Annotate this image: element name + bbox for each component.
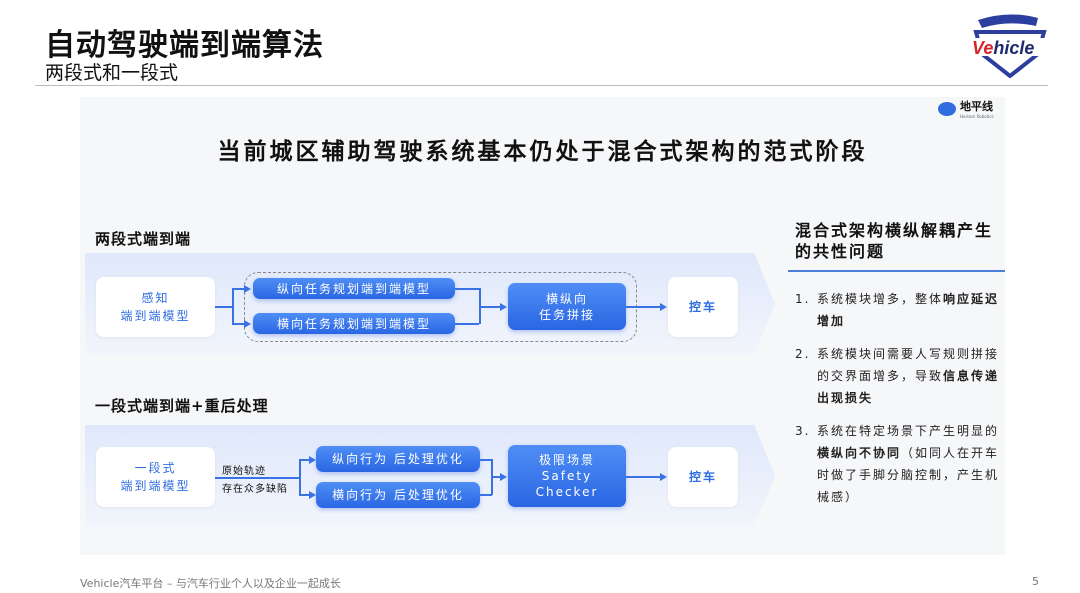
- arrow-icon: [244, 285, 251, 293]
- brain-icon: [938, 101, 956, 116]
- lateral-post-box: 横向行为 后处理优化: [316, 482, 480, 508]
- issue-text: 系统在特定场景下产生明显的: [817, 424, 1000, 438]
- slide-title: 当前城区辅助驾驶系统基本仍处于混合式架构的范式阶段: [217, 139, 868, 165]
- note-line: 原始轨迹: [222, 466, 266, 477]
- issue-number: 3.: [795, 424, 811, 438]
- arrow-icon: [500, 473, 507, 481]
- connector: [455, 323, 479, 325]
- arrow-icon: [500, 303, 507, 311]
- issue-item: 3. 系统在特定场景下产生明显的横纵向不协同（如同人在开车时做了手脚分脑控制，产生…: [795, 420, 1000, 508]
- brand-sub: Horizon Robotics: [960, 114, 994, 119]
- issue-bold: 信息传递出现损失: [817, 369, 1000, 405]
- label: Safety: [541, 469, 593, 483]
- issues-divider: [788, 270, 1005, 272]
- control-box: 控车: [668, 447, 738, 507]
- issue-text: 系统模块间需要人写规则拼接的交界面增多，导致: [817, 347, 1000, 383]
- issue-text-after: （如同人在开车时做了手脚分脑控制，产生机械感）: [817, 446, 1000, 504]
- one-stage-heading: 一段式端到端+重后处理: [95, 397, 269, 415]
- one-stage-model-box: 一段式端到端模型: [96, 447, 215, 507]
- connector: [455, 288, 479, 290]
- issue-item: 2. 系统模块间需要人写规则拼接的交界面增多，导致信息传递出现损失: [795, 343, 1000, 409]
- page-title: 自动驾驶端到端算法: [45, 28, 324, 63]
- footer-text: Vehicle汽车平台 – 与汽车行业个人以及企业一起成长: [80, 577, 341, 590]
- issues-title: 混合式架构横纵解耦产生的共性问题: [795, 221, 994, 261]
- control-box: 控车: [668, 277, 738, 337]
- connector: [232, 288, 244, 290]
- connector: [215, 477, 300, 479]
- arrow-icon: [660, 303, 667, 311]
- svg-text:Vehicle: Vehicle: [972, 38, 1034, 58]
- label: 一段式: [134, 461, 177, 475]
- issue-bold: 响应延迟增加: [817, 292, 1000, 328]
- brand-name: 地平线: [960, 100, 993, 113]
- connector: [480, 494, 492, 496]
- connector: [232, 323, 244, 325]
- label: 感知: [141, 291, 170, 305]
- arrow-icon: [660, 473, 667, 481]
- issue-number: 2.: [795, 347, 811, 361]
- label: Checker: [535, 485, 599, 499]
- connector: [480, 459, 492, 461]
- connector: [232, 288, 234, 324]
- issue-number: 1.: [795, 292, 811, 306]
- label: 极限场景: [538, 453, 595, 467]
- connector: [299, 494, 309, 496]
- page-subtitle: 两段式和一段式: [45, 62, 179, 84]
- connector: [215, 306, 233, 308]
- note-line: 存在众多缺陷: [222, 484, 288, 495]
- label: 端到端模型: [120, 309, 191, 323]
- label: 任务拼接: [538, 307, 595, 322]
- divider: [35, 85, 1048, 86]
- connector: [491, 476, 501, 478]
- label: 横纵向: [545, 291, 588, 306]
- vehicle-logo: Vehicle: [968, 12, 1052, 79]
- connector: [626, 306, 661, 308]
- connector: [479, 306, 501, 308]
- issue-item: 1. 系统模块增多，整体响应延迟增加: [795, 288, 1000, 332]
- connector: [299, 459, 301, 495]
- longitudinal-post-box: 纵向行为 后处理优化: [316, 446, 480, 472]
- label: 端到端模型: [120, 479, 191, 493]
- issue-bold: 横纵向不协同: [817, 446, 902, 460]
- two-stage-heading: 两段式端到端: [95, 230, 192, 248]
- merge-box: 横纵向任务拼接: [508, 283, 626, 330]
- connector: [299, 459, 309, 461]
- page-number: 5: [1032, 575, 1039, 588]
- issue-text: 系统模块增多，整体: [817, 292, 944, 306]
- lateral-planning-box: 横向任务规划端到端模型: [253, 313, 455, 334]
- arrow-icon: [309, 456, 316, 464]
- arrow-icon: [309, 491, 316, 499]
- arrow-icon: [244, 320, 251, 328]
- longitudinal-planning-box: 纵向任务规划端到端模型: [253, 278, 455, 299]
- perception-box: 感知端到端模型: [96, 277, 215, 337]
- connector: [626, 476, 661, 478]
